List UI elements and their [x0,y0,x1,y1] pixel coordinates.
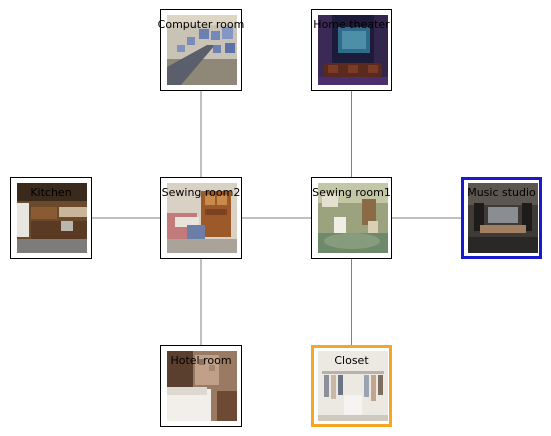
closet-photo [318,351,388,421]
node-sewing-room1[interactable]: Sewing room1 [311,177,392,259]
computer-room-photo [167,15,237,85]
hotel-room-label: Hotel room [170,354,232,367]
sewing-room1-photo [318,183,388,253]
kitchen-photo [17,183,87,253]
node-kitchen[interactable]: Kitchen [10,177,92,259]
hotel-room-photo [167,351,237,421]
music-studio-photo [468,183,538,253]
kitchen-label: Kitchen [30,186,72,199]
computer-room-label: Computer room [157,18,245,31]
home-theater-photo [318,15,388,85]
closet-label: Closet [334,354,369,367]
node-computer-room[interactable]: Computer room [158,9,244,91]
node-music-studio[interactable]: Music studio [461,177,542,259]
sewing-room2-label: Sewing room2 [161,186,241,199]
sewing-room2-photo [167,183,237,253]
node-home-theater[interactable]: Home theater [311,9,392,91]
node-hotel-room[interactable]: Hotel room [160,345,242,427]
sewing-room1-label: Sewing room1 [312,186,391,199]
node-sewing-room2[interactable]: Sewing room2 [160,177,242,259]
node-closet[interactable]: Closet [311,345,392,427]
music-studio-label: Music studio [467,186,536,199]
home-theater-label: Home theater [313,18,390,31]
